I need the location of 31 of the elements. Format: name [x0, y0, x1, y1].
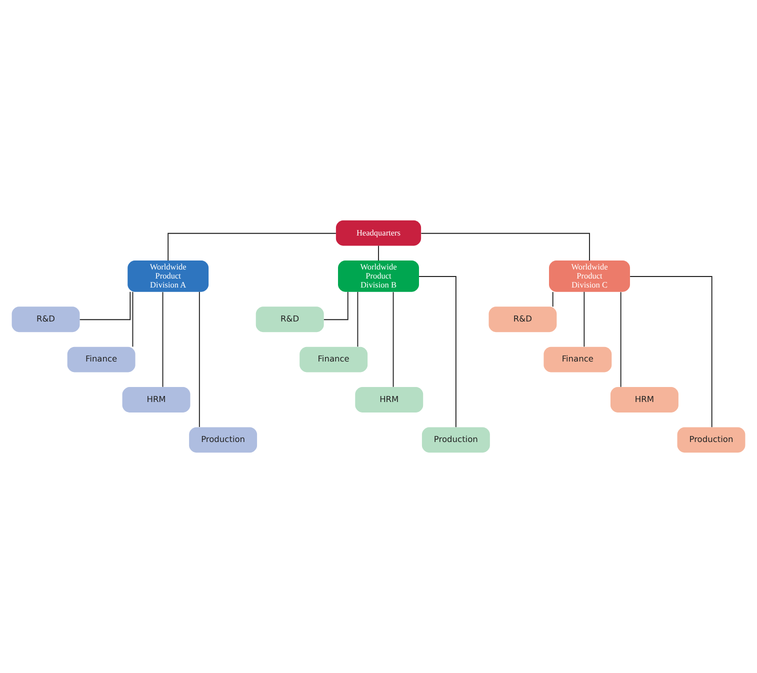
node-box: Production	[189, 427, 258, 453]
node-box: Finance	[300, 346, 368, 372]
node-box: HRM	[355, 387, 424, 412]
connector	[584, 291, 585, 348]
node-box: R&D	[12, 306, 80, 332]
node-box: Production	[422, 427, 490, 453]
node-box: R&D	[256, 306, 324, 332]
connector	[552, 292, 554, 308]
node-box: Worldwide Product Division B	[338, 260, 419, 292]
node-box: Finance	[67, 346, 136, 372]
connector	[198, 291, 200, 428]
connector	[418, 276, 456, 428]
node-box: HRM	[610, 387, 678, 412]
connector	[378, 245, 379, 261]
connector	[620, 292, 622, 388]
node-box: Production	[677, 427, 746, 453]
node-box: Headquarters	[336, 220, 422, 246]
node-box: Worldwide Product Division A	[128, 260, 209, 292]
connector	[162, 292, 164, 388]
node-box: Worldwide Product Division C	[549, 260, 630, 292]
connector	[357, 291, 358, 348]
connector	[168, 232, 336, 261]
connector	[132, 291, 134, 348]
node-box: R&D	[488, 306, 557, 332]
connector	[323, 291, 348, 320]
connector	[630, 276, 712, 428]
node-box: Finance	[544, 346, 612, 372]
node-box: HRM	[122, 387, 190, 412]
connector	[79, 291, 131, 320]
connector	[420, 232, 590, 261]
connector	[392, 292, 394, 388]
